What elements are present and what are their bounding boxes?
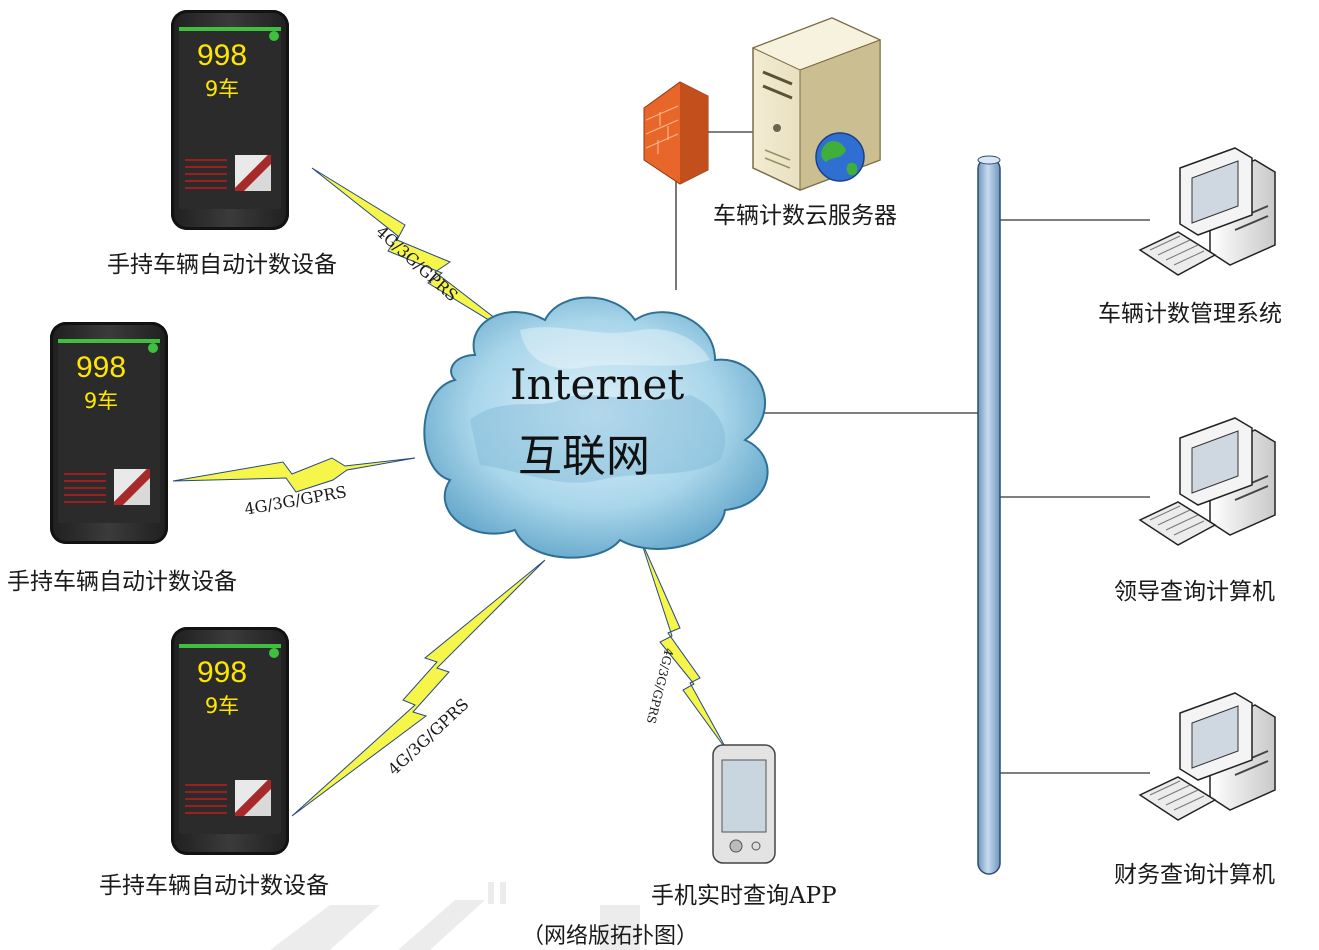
device-vehicle: 9车 (204, 694, 240, 718)
device-count: 998 (196, 39, 248, 72)
mobile-app-label: 手机实时查询APP (651, 883, 837, 909)
device-photo (114, 469, 150, 505)
device-vehicle: 9车 (204, 77, 240, 101)
globe-icon (815, 132, 865, 182)
desktop-computer-icon (1138, 692, 1276, 821)
watermark-graphic (270, 882, 640, 950)
device-label-3: 手持车辆自动计数设备 (99, 873, 329, 899)
smartphone-icon (712, 744, 776, 864)
cloud-subtitle: 互联网 (518, 431, 650, 482)
device-count: 998 (75, 351, 127, 384)
diagram-caption: （网络版拓扑图） (522, 924, 699, 949)
device-count: 998 (196, 656, 248, 689)
handheld-device-2: 998 9车 (50, 322, 168, 544)
network-bus (977, 155, 1001, 875)
device-photo (235, 155, 271, 191)
wireless-link-middle (172, 457, 416, 493)
pc-label-2: 领导查询计算机 (1114, 579, 1275, 605)
handheld-device-1: 998 9车 (171, 10, 289, 230)
device-label-1: 手持车辆自动计数设备 (107, 252, 337, 278)
pc-label-3: 财务查询计算机 (1114, 862, 1275, 888)
firewall-icon (643, 81, 709, 185)
device-vehicle: 9车 (83, 389, 119, 413)
computers-group (1138, 147, 1276, 821)
desktop-computer-icon (1138, 417, 1276, 546)
cloud-title: Internet (510, 360, 685, 409)
device-label-2: 手持车辆自动计数设备 (7, 569, 237, 595)
internet-cloud (423, 296, 769, 559)
server-label: 车辆计数云服务器 (713, 203, 897, 229)
device-photo (235, 780, 271, 816)
wireless-link-bottom (291, 559, 546, 817)
pc-label-1: 车辆计数管理系统 (1098, 301, 1282, 327)
handheld-device-3: 998 9车 (171, 627, 289, 855)
desktop-computer-icon (1138, 147, 1276, 276)
